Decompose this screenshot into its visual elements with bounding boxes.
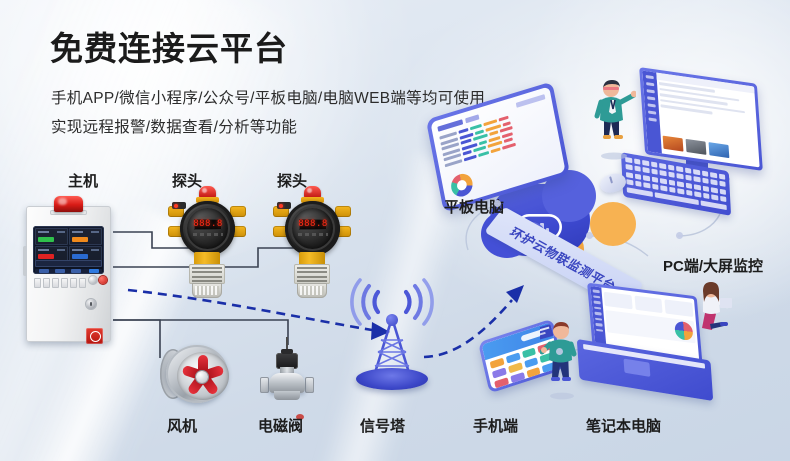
host-screen-footer [35, 269, 102, 273]
probe-bezel [290, 206, 335, 251]
probe-lcd-display: 888.8 [193, 219, 223, 230]
host-screen-statusbar [35, 260, 102, 267]
probe-bezel [185, 206, 230, 251]
probe-reading-value: 888.8 [298, 219, 328, 229]
valve-cable [286, 337, 288, 355]
probe-conduit-port [230, 226, 246, 237]
tablet-screen [430, 86, 566, 208]
host-screen-cell [69, 245, 102, 262]
label-pc: PC端/大屏监控 [663, 258, 764, 275]
label-phone: 手机端 [473, 418, 519, 435]
valve-flange-left [260, 377, 269, 393]
host-screen-cell [69, 228, 102, 245]
fan-housing [166, 345, 229, 403]
probe-neck [196, 197, 219, 203]
subtitle-line-1: 手机APP/微信小程序/公众号/平板电脑/电脑WEB端等均可使用 [51, 90, 486, 107]
probe-conduit-port [335, 226, 351, 237]
tower-antenna-node [386, 314, 398, 326]
host-keypad[interactable] [34, 278, 86, 288]
label-tablet: 平板电脑 [444, 199, 505, 216]
host-screen-cell [35, 228, 68, 245]
subtitle-line-2: 实现远程报警/数据查看/分析等功能 [51, 119, 298, 136]
tablet-device[interactable] [425, 81, 572, 213]
tablet-frame [425, 81, 571, 213]
probe-head: 888.8 [285, 201, 340, 256]
probe-led-indicator [172, 202, 186, 209]
probe-nameplate [189, 264, 225, 284]
person-pointing-illustration [594, 80, 636, 160]
label-tower: 信号塔 [360, 418, 406, 435]
monitor-dashboard [642, 70, 760, 168]
valve-bonnet [280, 367, 294, 375]
probe-neck [301, 197, 324, 203]
page-title: 免费连接云平台 [50, 30, 288, 67]
label-fan: 风机 [167, 418, 198, 435]
probe-conduit-port [273, 226, 289, 237]
label-host: 主机 [68, 173, 99, 190]
connector-dot [586, 232, 593, 239]
person-with-chart-illustration [540, 322, 577, 400]
probe-alarm-light-icon [304, 186, 321, 199]
dashboard-thumbnails [662, 135, 730, 159]
probe-alarm-light-icon [199, 186, 216, 199]
host-cabinet [23, 206, 111, 344]
desktop-pc-setup[interactable] [598, 67, 790, 226]
host-screen-grid [35, 228, 102, 262]
connector-dot [494, 200, 501, 207]
valve-flange-right [305, 377, 314, 393]
probe-display-subtext [298, 233, 328, 236]
alarm-control-host[interactable] [23, 196, 111, 344]
fan-hub [196, 371, 208, 383]
host-door-lock-icon[interactable] [86, 299, 96, 309]
probe-lcd-display: 888.8 [298, 219, 328, 230]
solenoid-valve[interactable] [256, 337, 318, 420]
probe-conduit-port [273, 206, 289, 217]
probe-sensor-filter [192, 283, 222, 298]
probe-conduit-port [168, 226, 184, 237]
host-reset-button[interactable] [99, 276, 107, 284]
monitor-screen [639, 67, 763, 171]
probe-display-subtext [193, 233, 223, 236]
exhaust-fan[interactable] [160, 343, 234, 405]
gas-detector-probe-2[interactable]: 888.8 [273, 186, 351, 306]
valve-solenoid-coil [276, 349, 298, 369]
beacon-base [50, 210, 87, 215]
valve-body [269, 373, 305, 420]
probe-head: 888.8 [180, 201, 235, 256]
cloud-platform[interactable]: 环护云物联监测平台 [478, 170, 658, 310]
connector-dot [556, 348, 563, 355]
probe-reading-value: 888.8 [193, 219, 223, 229]
alarm-beacon-icon [54, 196, 83, 212]
label-valve: 电磁阀 [258, 418, 304, 435]
tower-base [356, 368, 428, 390]
probe-led-indicator [277, 202, 291, 209]
probe-conduit-port [168, 206, 184, 217]
label-laptop: 笔记本电脑 [586, 418, 662, 435]
probe-conduit-port [335, 206, 351, 217]
host-screen-cell [35, 245, 68, 262]
label-probe-2: 探头 [277, 173, 308, 190]
host-silence-button[interactable] [89, 276, 97, 284]
dashboard-content [658, 81, 758, 165]
host-display-screen [33, 226, 104, 274]
signal-tower[interactable] [352, 290, 432, 400]
probe-sensor-filter [297, 283, 327, 298]
host-warning-plate-icon [86, 328, 103, 344]
probe-stem [194, 252, 220, 266]
probe-stem [299, 252, 325, 266]
probe-conduit-port [230, 206, 246, 217]
laptop-trackpad[interactable] [623, 358, 651, 377]
host-hinge [23, 246, 27, 276]
label-probe-1: 探头 [172, 173, 203, 190]
person-seated-with-laptop-illustration [702, 282, 732, 330]
valve-foot [274, 391, 300, 400]
gas-detector-probe-1[interactable]: 888.8 [168, 186, 246, 306]
probe-nameplate [294, 264, 330, 284]
connector-dot [676, 232, 683, 239]
